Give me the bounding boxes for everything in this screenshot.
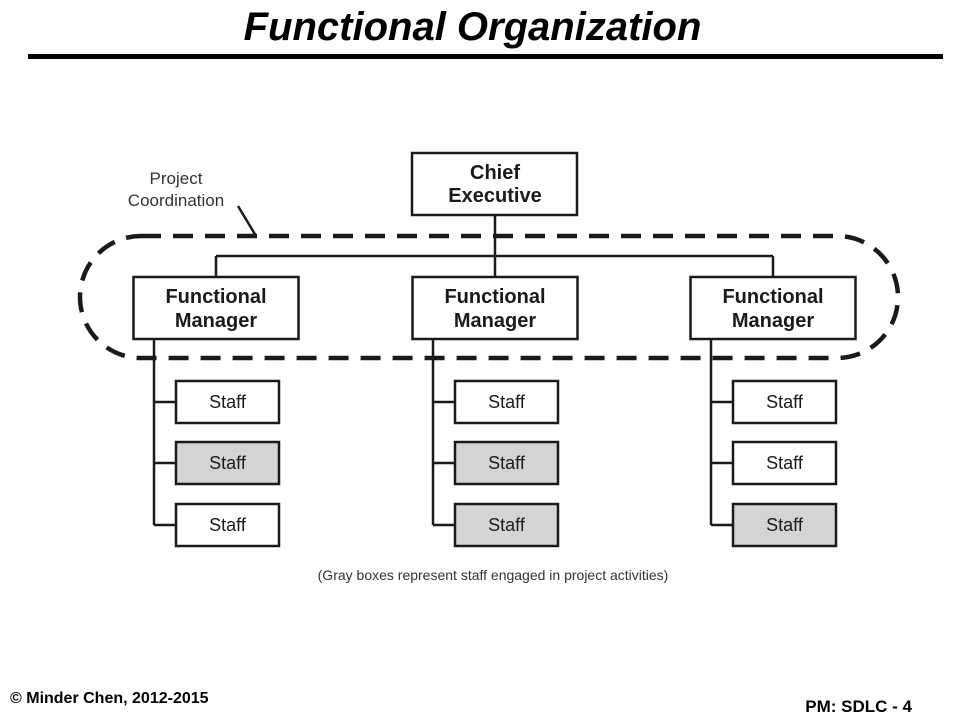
chief-executive-box: Chief Executive [410, 151, 579, 217]
title-underline [28, 54, 943, 59]
slide-title: Functional Organization [243, 5, 702, 49]
functional-manager-label-line1: Functional [444, 286, 545, 308]
functional-manager-label-line2: Manager [454, 310, 536, 332]
staff-box: Staff [731, 440, 838, 486]
functional-manager-label-line1: Functional [165, 286, 266, 308]
staff-label: Staff [209, 515, 247, 535]
copyright-footer: © Minder Chen, 2012-2015 [10, 690, 209, 707]
project-coordination-outline [77, 233, 901, 361]
legend-caption: (Gray boxes represent staff engaged in p… [318, 567, 669, 583]
staff-label: Staff [209, 392, 247, 412]
project-staff-box: Staff [174, 440, 281, 486]
project-staff-box: Staff [453, 440, 560, 486]
project-staff-box: Staff [453, 502, 560, 548]
staff-label: Staff [488, 515, 526, 535]
manager-columns: FunctionalManagerStaffStaffStaffFunction… [132, 275, 857, 548]
callout-label-line1: Project [150, 169, 203, 188]
staff-label: Staff [766, 515, 804, 535]
functional-manager-label-line2: Manager [175, 310, 257, 332]
functional-manager-label-line1: Functional [722, 286, 823, 308]
staff-label: Staff [766, 453, 804, 473]
staff-label: Staff [209, 453, 247, 473]
callout-label-line2: Coordination [128, 191, 224, 210]
connector-lines [152, 215, 775, 527]
functional-manager-label-line2: Manager [732, 310, 814, 332]
staff-label: Staff [488, 392, 526, 412]
chief-executive-line1: Chief [470, 162, 520, 184]
staff-label: Staff [488, 453, 526, 473]
staff-box: Staff [453, 379, 560, 425]
staff-box: Staff [174, 502, 281, 548]
chief-executive-line2: Executive [448, 185, 541, 207]
callout-pointer [236, 205, 258, 237]
slide-number-footer: PM: SDLC - 4 [805, 697, 912, 716]
project-staff-box: Staff [731, 502, 838, 548]
staff-label: Staff [766, 392, 804, 412]
staff-box: Staff [731, 379, 838, 425]
staff-box: Staff [174, 379, 281, 425]
